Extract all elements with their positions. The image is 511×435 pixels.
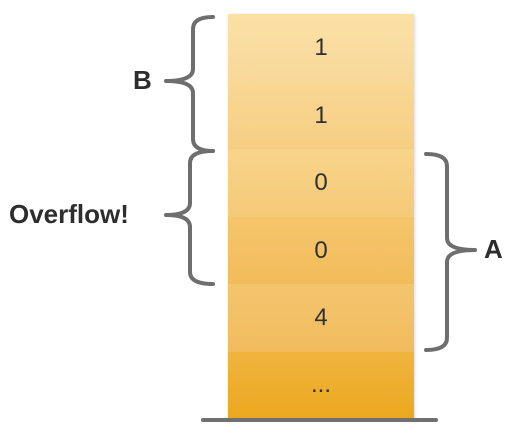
cell-value: 1 (314, 34, 328, 61)
stack-cell: 1 (228, 14, 414, 82)
cell-value: 0 (314, 236, 328, 264)
brace-overflow (164, 149, 215, 286)
brace-b-label: B (133, 65, 152, 95)
stack-cell: ... (228, 352, 414, 418)
memory-stack: 1 1 0 0 4 ... (228, 14, 414, 418)
brace-a-label: A (484, 234, 503, 264)
stack-cell: 1 (228, 82, 414, 149)
brace-a (424, 152, 477, 352)
stack-cell: 0 (228, 217, 414, 284)
brace-b (164, 15, 215, 153)
cell-value: 1 (314, 101, 328, 129)
cell-value: 0 (314, 169, 328, 196)
brace-overflow-label: Overflow! (9, 199, 129, 229)
cell-value: ... (310, 371, 331, 398)
stack-cell: 4 (228, 284, 414, 352)
cell-value: 4 (314, 304, 328, 331)
stack-cell: 0 (228, 149, 414, 217)
